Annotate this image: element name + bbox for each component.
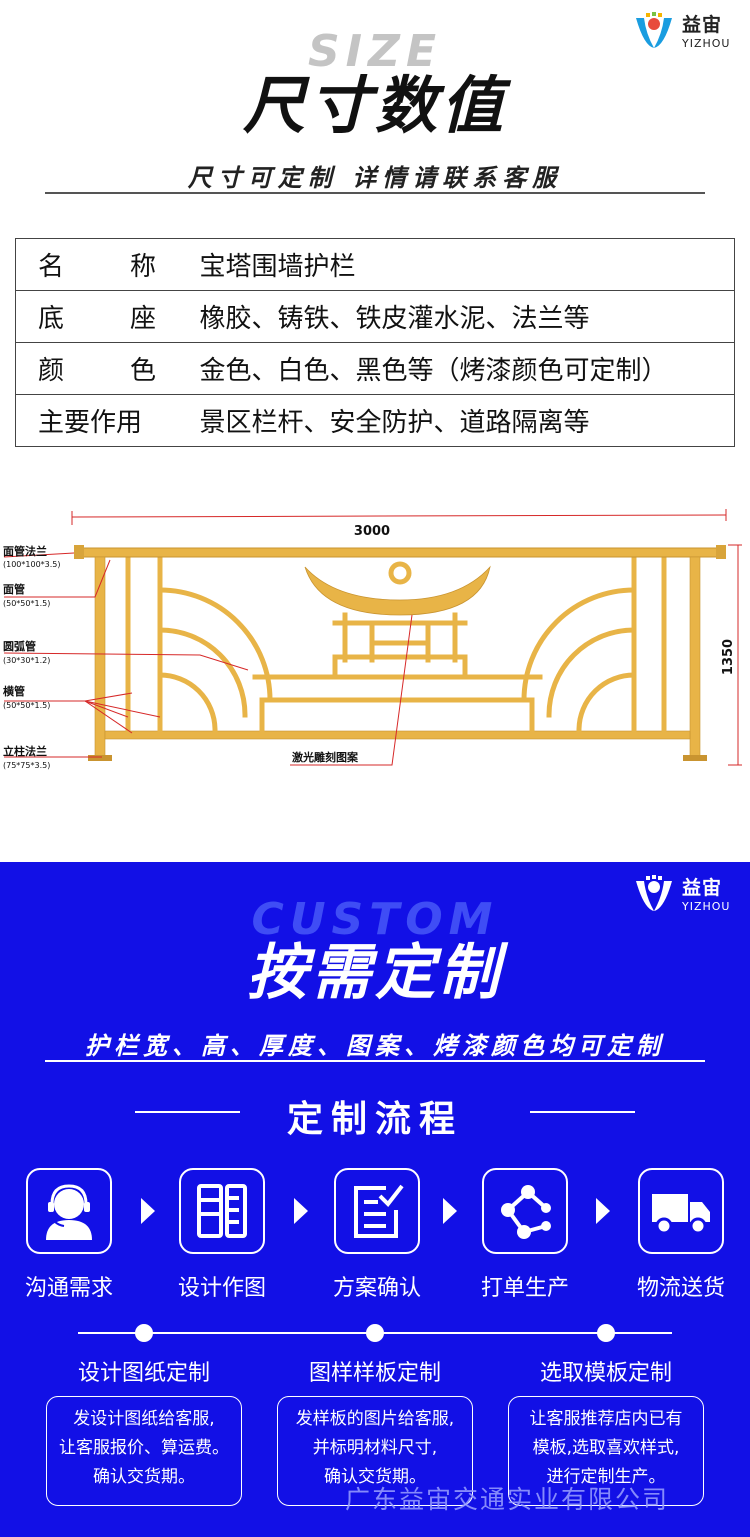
size-subtitle: 尺寸可定制 详情请联系客服: [187, 164, 563, 192]
process-step-label: 沟通需求: [24, 1276, 113, 1301]
part-label-top-rail: 面管: [3, 582, 25, 596]
brand-name-cn: 益宙: [682, 876, 723, 899]
spec-row: 颜 色 金色、白色、黑色等（烤漆颜色可定制）: [15, 342, 735, 395]
part-label-arc-tube: 圆弧管: [3, 639, 36, 653]
option-line: 并标明材料尺寸,: [312, 1438, 438, 1458]
option-line: 让客服报价、算运费。: [59, 1438, 229, 1458]
share-nodes-icon: [501, 1185, 551, 1239]
brand-mark-icon: [636, 875, 672, 911]
chevron-right-icon: [294, 1198, 308, 1224]
part-label-post-flange: 立柱法兰: [3, 744, 47, 758]
part-spec-top-flange: (100*100*3.5): [3, 560, 61, 569]
option-line: 确认交货期。: [324, 1467, 426, 1487]
brand-name-en: YIZHOU: [682, 36, 731, 50]
part-spec-post-flange: (75*75*3.5): [3, 761, 50, 770]
custom-title-cn: 按需定制: [247, 938, 503, 1008]
spec-row: 主要作用 景区栏杆、安全防护、道路隔离等: [15, 394, 735, 447]
custom-divider: [45, 1060, 705, 1062]
spec-key-char: 称: [129, 252, 156, 282]
height-dimension-label: 1350: [721, 639, 736, 675]
timeline-dot: [366, 1324, 384, 1342]
option-line: 进行定制生产。: [546, 1467, 666, 1487]
railing-frame: [74, 545, 726, 761]
brand-name-en: YIZHOU: [682, 899, 731, 913]
leader-lines: [3, 552, 413, 766]
process-title: 定制流程: [286, 1099, 463, 1140]
process-step: 物流送货: [606, 1168, 750, 1302]
spec-value: 景区栏杆、安全防护、道路隔离等: [193, 394, 735, 447]
timeline-dot: [135, 1324, 153, 1342]
option-line: 让客服推荐店内已有: [529, 1409, 683, 1429]
option-card: 发设计图纸给客服, 让客服报价、算运费。 确认交货期。: [46, 1396, 242, 1506]
custom-section: [0, 862, 750, 1537]
option-title: 图样样板定制: [308, 1361, 441, 1386]
part-spec-crossbar: (50*50*1.5): [3, 701, 50, 710]
chevron-right-icon: [141, 1198, 155, 1224]
option-card: 让客服推荐店内已有 模板,选取喜欢样式, 进行定制生产。: [508, 1396, 704, 1506]
size-title-cn: 尺寸数值: [242, 69, 507, 142]
brand-logo-white: 益宙 YIZHOU: [632, 875, 730, 915]
spec-key-char: 色: [129, 356, 156, 386]
option-title: 选取模板定制: [539, 1361, 672, 1386]
customer-service-icon: [46, 1184, 92, 1240]
company-watermark: 广东益宙交通实业有限公司: [345, 1485, 670, 1514]
part-spec-top-rail: (50*50*1.5): [3, 599, 50, 608]
railing-drawing: 3000 1350: [3, 509, 742, 770]
part-label-top-flange: 面管法兰: [3, 544, 47, 558]
option-card: 发样板的图片给客服, 并标明材料尺寸, 确认交货期。: [277, 1396, 473, 1506]
brand-name-cn: 益宙: [682, 13, 723, 36]
size-title-en: SIZE: [307, 26, 443, 77]
spec-value: 橡胶、铸铁、铁皮灌水泥、法兰等: [193, 290, 735, 343]
design-drawing-icon: [197, 1184, 247, 1238]
part-spec-arc-tube: (30*30*1.2): [3, 656, 50, 665]
checklist-icon: [354, 1184, 404, 1238]
process-rule-left: [135, 1111, 240, 1113]
chevron-right-icon: [596, 1198, 610, 1224]
process-rule-right: [530, 1111, 635, 1113]
brand-logo: 益宙 YIZHOU: [632, 12, 730, 52]
process-step: 沟通需求: [0, 1168, 144, 1302]
spec-key-char: 座: [129, 304, 156, 334]
part-label-crossbar: 横管: [3, 684, 25, 698]
custom-title-en: CUSTOM: [251, 894, 499, 945]
option-line: 发样板的图片给客服,: [295, 1409, 455, 1429]
pattern-label: 激光雕刻图案: [292, 750, 359, 764]
process-step-label: 设计作图: [177, 1276, 266, 1301]
process-step-label: 物流送货: [636, 1276, 725, 1301]
option-line: 发设计图纸给客服,: [73, 1409, 215, 1429]
spec-value: 金色、白色、黑色等（烤漆颜色可定制）: [193, 342, 735, 395]
width-dimension-label: 3000: [354, 524, 390, 539]
spec-key-char: 颜: [38, 356, 65, 386]
spec-key: 主要作用: [38, 408, 143, 438]
spec-key-char: 底: [38, 304, 65, 334]
spec-key-char: 名: [38, 252, 65, 282]
timeline-dot: [597, 1324, 615, 1342]
process-step: 打单生产: [450, 1168, 600, 1302]
chevron-right-icon: [443, 1198, 457, 1224]
brand-mark-icon: [636, 12, 672, 48]
spec-table: 名 称 宝塔围墙护栏 底 座 橡胶、铸铁、铁皮灌水泥、法兰等 颜 色 金色、白色、黑色…: [15, 238, 735, 447]
spec-row: 底 座 橡胶、铸铁、铁皮灌水泥、法兰等: [15, 290, 735, 343]
process-step-label: 打单生产: [480, 1276, 569, 1301]
option-title: 设计图纸定制: [77, 1361, 210, 1386]
process-step: 设计作图: [147, 1168, 297, 1302]
process-step: 方案确认: [302, 1168, 452, 1302]
custom-subtitle: 护栏宽、高、厚度、图案、烤漆颜色均可定制: [85, 1032, 665, 1060]
option-line: 确认交货期。: [93, 1467, 195, 1487]
process-step-label: 方案确认: [332, 1276, 421, 1301]
spec-value: 宝塔围墙护栏: [193, 238, 735, 291]
truck-icon: [652, 1194, 710, 1235]
spec-row: 名 称 宝塔围墙护栏: [15, 238, 735, 291]
option-line: 模板,选取喜欢样式,: [532, 1438, 680, 1458]
size-divider: [45, 192, 705, 194]
